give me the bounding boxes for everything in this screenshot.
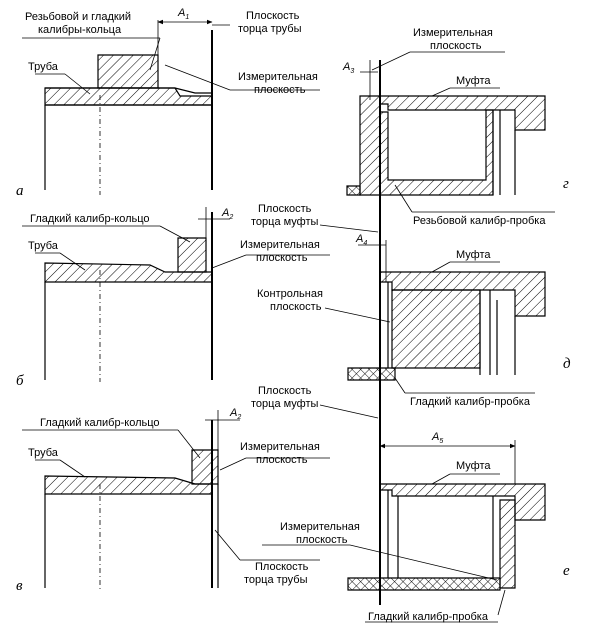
label-pipe-end-plane-a-1: Плоскость xyxy=(246,10,300,22)
dim-a2-b: A2 xyxy=(221,207,233,221)
label-coupling-end-plane-bottom-2: торца муфты xyxy=(251,398,319,410)
label-threaded-plug: Резьбовой калибр-пробка xyxy=(413,215,546,227)
panel-g: г Измерительная плоскость Муфта Резьбово… xyxy=(342,27,569,227)
panel-label-a: а xyxy=(16,183,24,199)
panel-label-d: д xyxy=(563,356,571,372)
dim-a5: A5 xyxy=(431,431,443,445)
label-measuring-plane-a-1: Измерительная xyxy=(238,71,318,83)
dim-a3: A3 xyxy=(342,61,354,75)
label-pipe-end-plane-v-2: торца трубы xyxy=(244,574,308,586)
panel-label-v: в xyxy=(16,578,23,594)
label-measuring-plane-e-2: плоскость xyxy=(296,534,348,546)
label-smooth-plug-e: Гладкий калибр-пробка xyxy=(368,611,489,623)
label-coupling-d: Муфта xyxy=(456,249,491,261)
label-pipe-b: Труба xyxy=(28,240,59,252)
dim-a2-v: A2 xyxy=(229,407,241,421)
panel-b: б Гладкий калибр-кольцо Труба Измеритель… xyxy=(16,207,330,389)
panel-label-b: б xyxy=(16,373,24,389)
panel-label-e: е xyxy=(563,563,570,579)
panel-e: е Муфта Измерительная плоскость Гладкий … xyxy=(262,431,570,623)
dim-a4: A4 xyxy=(355,233,367,247)
dim-a1: A1 xyxy=(177,7,189,21)
label-measuring-plane-e-1: Измерительная xyxy=(280,521,360,533)
label-smooth-ring-b: Гладкий калибр-кольцо xyxy=(30,213,150,225)
panel-v: в Гладкий калибр-кольцо Труба Измеритель… xyxy=(16,407,330,594)
label-measuring-plane-g-2: плоскость xyxy=(430,40,482,52)
label-measuring-plane-b-1: Измерительная xyxy=(240,239,320,251)
label-pipe-v: Труба xyxy=(28,447,59,459)
coupling-end-plane-label-bottom: Плоскость торца муфты xyxy=(251,385,379,419)
label-smooth-plug-d: Гладкий калибр-пробка xyxy=(410,396,531,408)
label-pipe-end-plane-v-1: Плоскость xyxy=(255,561,309,573)
label-coupling-end-plane-top-1: Плоскость xyxy=(258,203,312,215)
panel-a: а Резьбовой и гладкий калибры-кольца Тру… xyxy=(16,7,320,199)
label-measuring-plane-b-2: плоскость xyxy=(256,252,308,264)
label-measuring-plane-g-1: Измерительная xyxy=(413,27,493,39)
panel-d: д Муфта Контрольная плоскость Гладкий ка… xyxy=(257,233,571,408)
label-coupling-g: Муфта xyxy=(456,75,491,87)
label-control-plane-2: плоскость xyxy=(270,301,322,313)
label-coupling-end-plane-top-2: торца муфты xyxy=(251,216,319,228)
label-pipe-a: Труба xyxy=(28,61,59,73)
label-control-plane-1: Контрольная xyxy=(257,288,323,300)
panel-label-g: г xyxy=(563,176,569,192)
label-coupling-end-plane-bottom-1: Плоскость xyxy=(258,385,312,397)
label-measuring-plane-a-2: плоскость xyxy=(254,84,306,96)
label-measuring-plane-v-2: плоскость xyxy=(256,454,308,466)
coupling-end-plane-label-top: Плоскость торца муфты xyxy=(251,203,379,233)
label-threaded-smooth-rings-1: Резьбовой и гладкий xyxy=(25,11,131,23)
label-measuring-plane-v-1: Измерительная xyxy=(240,441,320,453)
label-pipe-end-plane-a-2: торца трубы xyxy=(238,23,302,35)
label-threaded-smooth-rings-2: калибры-кольца xyxy=(38,24,122,36)
label-coupling-e: Муфта xyxy=(456,460,491,472)
label-smooth-ring-v: Гладкий калибр-кольцо xyxy=(40,417,160,429)
